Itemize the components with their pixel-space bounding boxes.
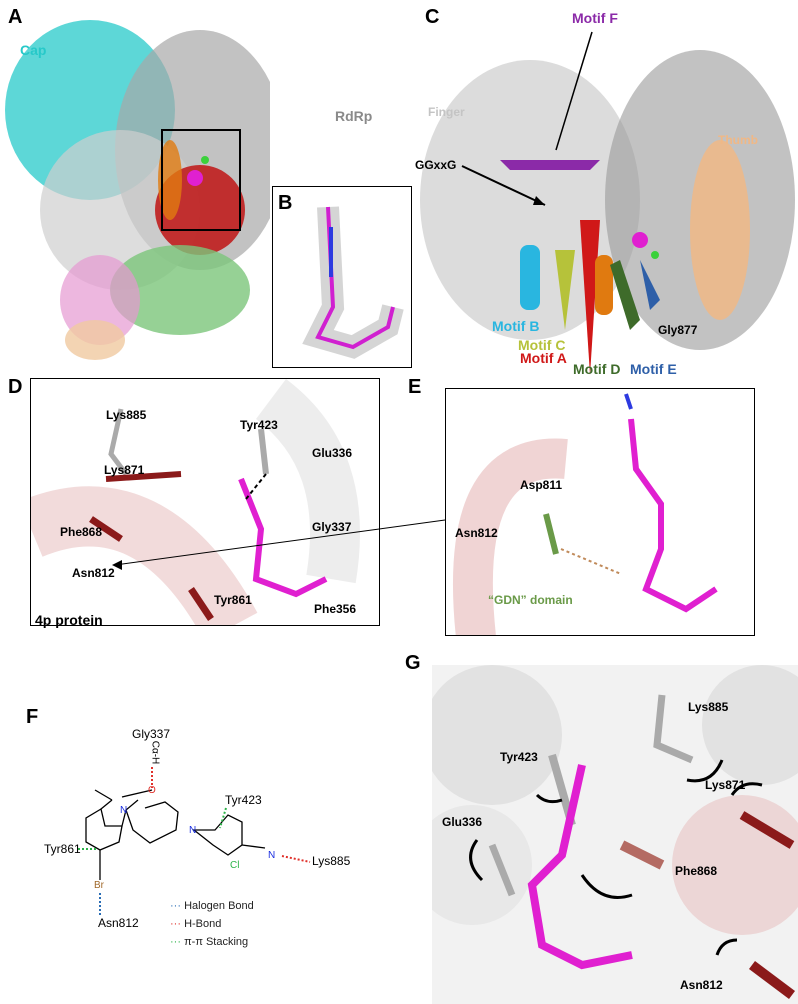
legend-label: π-π Stacking xyxy=(184,936,249,948)
binding-site-e xyxy=(452,393,718,635)
electron-density-ligand xyxy=(302,206,404,359)
panel-label-a: A xyxy=(8,6,23,28)
f-lys885-label: Lys885 xyxy=(312,854,351,868)
f-oxygen: O xyxy=(148,785,156,796)
panel-b-box xyxy=(272,186,412,368)
legend-label: Halogen Bond xyxy=(184,900,254,912)
panel-e-box xyxy=(445,388,755,636)
d-phe356-label: Phe356 xyxy=(314,602,357,616)
f-tyr423-label: Tyr423 xyxy=(225,793,262,807)
panel-label-c: C xyxy=(425,6,440,28)
g-lys885-label: Lys885 xyxy=(688,700,729,714)
gdn-domain-label: “GDN” domain xyxy=(488,593,573,607)
motif-d-label: Motif D xyxy=(573,361,621,377)
ggxxg-label: GGxxG xyxy=(415,158,457,172)
f-chlorine: Cl xyxy=(230,860,240,871)
thumb-label: Thumb xyxy=(718,133,758,147)
motif-a-label: Motif A xyxy=(520,350,567,366)
cap-label: Cap xyxy=(20,42,47,58)
motif-e-label: Motif E xyxy=(630,361,677,377)
overlay-structure-g xyxy=(432,665,798,999)
gly877-label: Gly877 xyxy=(658,323,698,337)
f-asn812-label: Asn812 xyxy=(98,916,139,930)
4p-protein-label: 4p protein xyxy=(35,612,103,628)
g-asn812-label: Asn812 xyxy=(680,978,723,992)
f-gly337-label: Gly337 xyxy=(132,727,171,741)
panel-g-image xyxy=(432,665,798,1004)
d-phe868-label: Phe868 xyxy=(60,525,103,539)
legend-label: H-Bond xyxy=(184,918,222,930)
motif-f-label: Motif F xyxy=(572,10,618,26)
motif-b-label: Motif B xyxy=(492,318,540,334)
f-tyr861-label: Tyr861 xyxy=(44,842,81,856)
protein-structure-a xyxy=(5,20,270,360)
d-tyr861-label: Tyr861 xyxy=(214,593,252,607)
f-nitrogen-nitrile: N xyxy=(268,850,276,861)
d-asn812-label: Asn812 xyxy=(72,566,115,580)
d-glu336-label: Glu336 xyxy=(312,446,353,460)
f-nitrogen-indole: N xyxy=(120,805,128,816)
finger-label: Finger xyxy=(428,105,465,119)
motif-c-label: Motif C xyxy=(518,337,566,353)
g-phe868-label: Phe868 xyxy=(675,864,718,878)
d-lys871-label: Lys871 xyxy=(104,463,145,477)
panel-label-e: E xyxy=(408,376,422,398)
e-asp811-label: Asp811 xyxy=(520,478,563,492)
f-ca-h-label: Cα-H xyxy=(149,740,161,765)
panel-label-f: F xyxy=(26,706,39,728)
legend-h-bond: ··· H-Bond xyxy=(170,918,222,930)
panel-label-d: D xyxy=(8,376,23,398)
panel-label-b: B xyxy=(278,192,293,214)
g-glu336-label: Glu336 xyxy=(442,815,483,829)
protein-structure-c xyxy=(420,31,795,375)
rdrp-label: RdRp xyxy=(335,108,373,124)
g-lys871-label: Lys871 xyxy=(705,778,746,792)
g-tyr423-label: Tyr423 xyxy=(500,750,538,764)
f-nitrogen-piperidine: N xyxy=(189,825,197,836)
legend-halogen-bond: ··· Halogen Bond xyxy=(170,900,254,912)
panel-label-g: G xyxy=(405,652,421,674)
d-tyr423-label: Tyr423 xyxy=(240,418,278,432)
d-lys885-label: Lys885 xyxy=(106,408,147,422)
f-bromine: Br xyxy=(94,880,104,891)
e-asn812-label: Asn812 xyxy=(455,526,498,540)
legend-pi-stacking: ··· π-π Stacking xyxy=(170,936,249,948)
